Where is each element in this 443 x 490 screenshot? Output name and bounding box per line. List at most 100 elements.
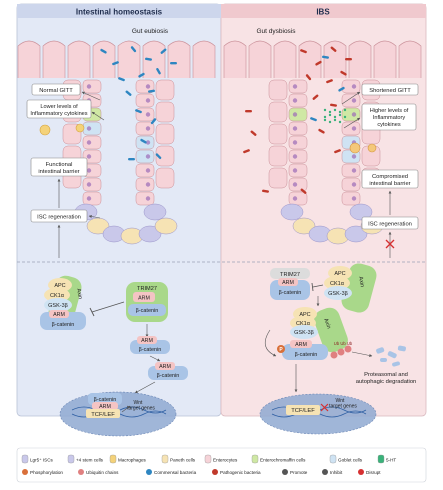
nucleus-dot: [145, 154, 151, 159]
nucleus-dot: [351, 112, 357, 117]
villus-cell: [273, 40, 297, 78]
pathogenic-bacterium: [243, 149, 250, 154]
degradation-fragments-icon: [376, 345, 406, 367]
nucleus-dot: [145, 112, 151, 117]
apc-left: APC: [54, 283, 65, 289]
arrow-normal-gitt: [81, 91, 101, 101]
left-title-bar: [17, 4, 221, 18]
crypt-cell: [135, 149, 155, 164]
axin-left: Axin: [75, 288, 83, 300]
gsk3b-right-2: GSK-3β: [294, 330, 314, 336]
arm-left-4: ARM: [159, 364, 171, 370]
bcat-left-complex: [40, 310, 86, 330]
crypt-cell: [82, 121, 102, 136]
villus-cell: [67, 40, 91, 78]
crypt-right: [223, 40, 422, 245]
commensal-bacterium: [148, 89, 155, 93]
gut-eubiosis-label: Gut eubiosis: [132, 28, 169, 35]
legend-label: Disrupt: [366, 470, 381, 475]
outer-cell: [268, 145, 288, 167]
serotonin-dot: [328, 113, 332, 117]
bcat-left-1: β-catenin: [52, 322, 75, 328]
pathogenic-bacterium: [318, 128, 325, 134]
serotonin-dot: [333, 108, 337, 112]
pathogenic-bacterium: [250, 130, 257, 136]
macrophage-icon: [39, 123, 85, 136]
nucleus-dot: [292, 196, 298, 201]
crypt-cell: [288, 191, 308, 206]
nucleus-dot: [351, 168, 357, 173]
villus-cell: [223, 40, 247, 78]
ck1a-left: CK1α: [50, 293, 65, 299]
destruction-complex-right-bottom: [290, 307, 348, 353]
right-cytokine-box: [361, 103, 417, 131]
trim27-label-left: TRIM27: [137, 286, 157, 292]
left-panel-title: Intestinal homeostasis: [76, 8, 163, 17]
legend-icon: [358, 469, 364, 475]
gut-dysbiosis-label: Gut dysbiosis: [256, 28, 296, 35]
curve-arrow-right: [264, 329, 277, 357]
bcat-left-nuc-enter: [148, 362, 188, 380]
nucleus-dot: [145, 182, 151, 187]
trim27-right: [270, 268, 310, 300]
crypt-base-cell: [292, 217, 316, 235]
legend-label: Enterochromaffin cells: [260, 458, 306, 463]
villus-cell: [167, 40, 191, 78]
bcat-right-1: β-catenin: [279, 290, 302, 296]
pathogenic-bacterium: [300, 188, 307, 194]
villus-cell: [192, 40, 216, 78]
nucleus-dot: [86, 196, 92, 201]
legend-icon: [67, 454, 75, 464]
commensal-bacterium: [130, 46, 137, 53]
tcf-left: TCF/LEF: [91, 412, 115, 418]
pathogenic-bacterium: [345, 58, 352, 61]
crypt-cell: [288, 177, 308, 192]
inhibit-right: [312, 284, 324, 288]
outer-cell: [268, 123, 288, 145]
right-isc-box: [361, 216, 419, 230]
nucleus-dot: [292, 98, 298, 103]
pathogenic-bacterium: [330, 103, 337, 107]
nucleus-dot: [145, 140, 151, 145]
villus-cell: [117, 40, 141, 78]
crypt-cell: [341, 177, 361, 192]
shortened-gitt-label: Shortened GITT: [369, 88, 411, 94]
commensal-bacterium: [322, 55, 329, 59]
legend-label: Promote: [290, 470, 308, 475]
legend-label: Macrophages: [118, 458, 147, 463]
pathogenic-bacterium: [305, 74, 312, 81]
commensal-bacterium: [145, 57, 152, 61]
legend-label: Enterocytes: [213, 458, 238, 463]
pathogenic-bacterium: [312, 94, 319, 100]
crypt-cell: [288, 135, 308, 150]
pathogenic-bacterium: [262, 189, 269, 193]
nucleus-dot: [145, 84, 151, 89]
nucleus-dot: [351, 182, 357, 187]
right-isc-label: ISC regeneration: [368, 222, 412, 228]
inhibit-left: [91, 301, 125, 313]
legend-icon: [109, 454, 117, 464]
commensal-bacterium: [160, 48, 167, 54]
trim27-label-right: TRIM27: [280, 272, 300, 278]
villus-cell: [142, 40, 166, 78]
nucleus-dot: [351, 126, 357, 131]
legend-icon: [251, 454, 259, 464]
nucleus-dot: [145, 126, 151, 131]
legend-label: +4 stem cells: [76, 458, 104, 463]
outer-cell: [268, 167, 288, 189]
arrow-to-degradation: [351, 351, 373, 357]
commensal-bacterium: [338, 86, 345, 92]
serotonin-dot: [333, 115, 337, 119]
legend-icon: [377, 454, 385, 464]
serotonin-dot: [343, 108, 347, 112]
arrow-left-isc: [88, 215, 101, 219]
nucleus-dot: [86, 154, 92, 159]
nucleus-dot: [145, 98, 151, 103]
crypt-base-cell: [280, 203, 304, 221]
crypt-cell: [135, 107, 155, 122]
p-label: P: [279, 347, 283, 353]
disrupt-nucleus-icon: [320, 403, 329, 412]
left-isc-box: [30, 209, 88, 223]
